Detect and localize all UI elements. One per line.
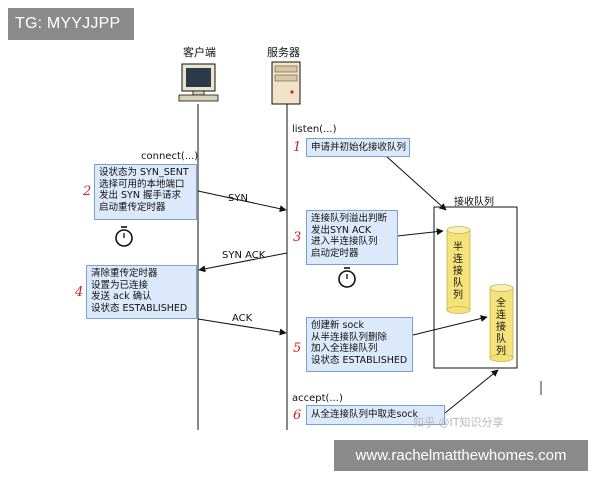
server-title: 服务器 (267, 46, 300, 59)
take-sock-arrow (444, 369, 499, 414)
step-4-box: 清除重传定时器 设置为已连接 发送 ack 确认 设状态 ESTABLISHED (86, 265, 197, 319)
scroll-mark (540, 381, 542, 395)
step-number-6: 6 (293, 408, 302, 423)
syn-label: SYN (228, 193, 248, 204)
telegram-tag-badge: TG: MYYJJPP (8, 8, 134, 40)
syn-ack-label: SYN ACK (222, 250, 266, 261)
ack-arrow (197, 318, 287, 336)
init-queue-arrow (385, 155, 447, 211)
step-3-box: 连接队列溢出判断 发出SYN ACK 进入半连接队列 启动定时器 (306, 210, 398, 265)
step-number-3: 3 (293, 230, 302, 245)
timer-icon (115, 226, 133, 247)
step-6-box: 从全连接队列中取走sock (306, 405, 445, 425)
timer-icon (338, 267, 356, 288)
step-2-box: 设状态为 SYN_SENT 选择可用的本地端口 发出 SYN 握手请求 启动重传… (94, 164, 197, 220)
website-url-badge: www.rachelmatthewhomes.com (334, 440, 588, 471)
listen-call-label: listen(...) (292, 124, 337, 135)
client-title: 客户端 (183, 46, 216, 59)
ack-label: ACK (232, 313, 253, 324)
full-connection-queue-label: 全连接队列 (496, 298, 506, 357)
step-number-2: 2 (83, 184, 92, 199)
step-5-box: 创建新 sock 从半连接队列删除 加入全连接队列 设状态 ESTABLISHE… (306, 317, 413, 372)
step-1-box: 申请并初始化接收队列 (306, 138, 410, 157)
connect-call-label: connect(...) (141, 151, 199, 162)
step-number-5: 5 (293, 341, 302, 356)
enter-full-queue-arrow (412, 315, 488, 336)
syn-arrow (197, 190, 287, 213)
step-number-4: 4 (75, 285, 84, 300)
step-number-1: 1 (293, 140, 302, 155)
syn-ack-arrow (198, 252, 288, 273)
accept-call-label: accept(...) (292, 393, 343, 404)
zhihu-watermark: 知乎 @IT知识分享 (413, 416, 504, 429)
server-icon (271, 61, 301, 105)
enter-half-queue-arrow (396, 228, 444, 237)
half-connection-queue-cylinder (446, 226, 471, 314)
half-connection-queue-label: 半连接队列 (453, 242, 463, 301)
computer-icon (178, 63, 219, 102)
receive-queue-title: 接收队列 (454, 197, 494, 208)
full-connection-queue-cylinder (489, 284, 514, 362)
